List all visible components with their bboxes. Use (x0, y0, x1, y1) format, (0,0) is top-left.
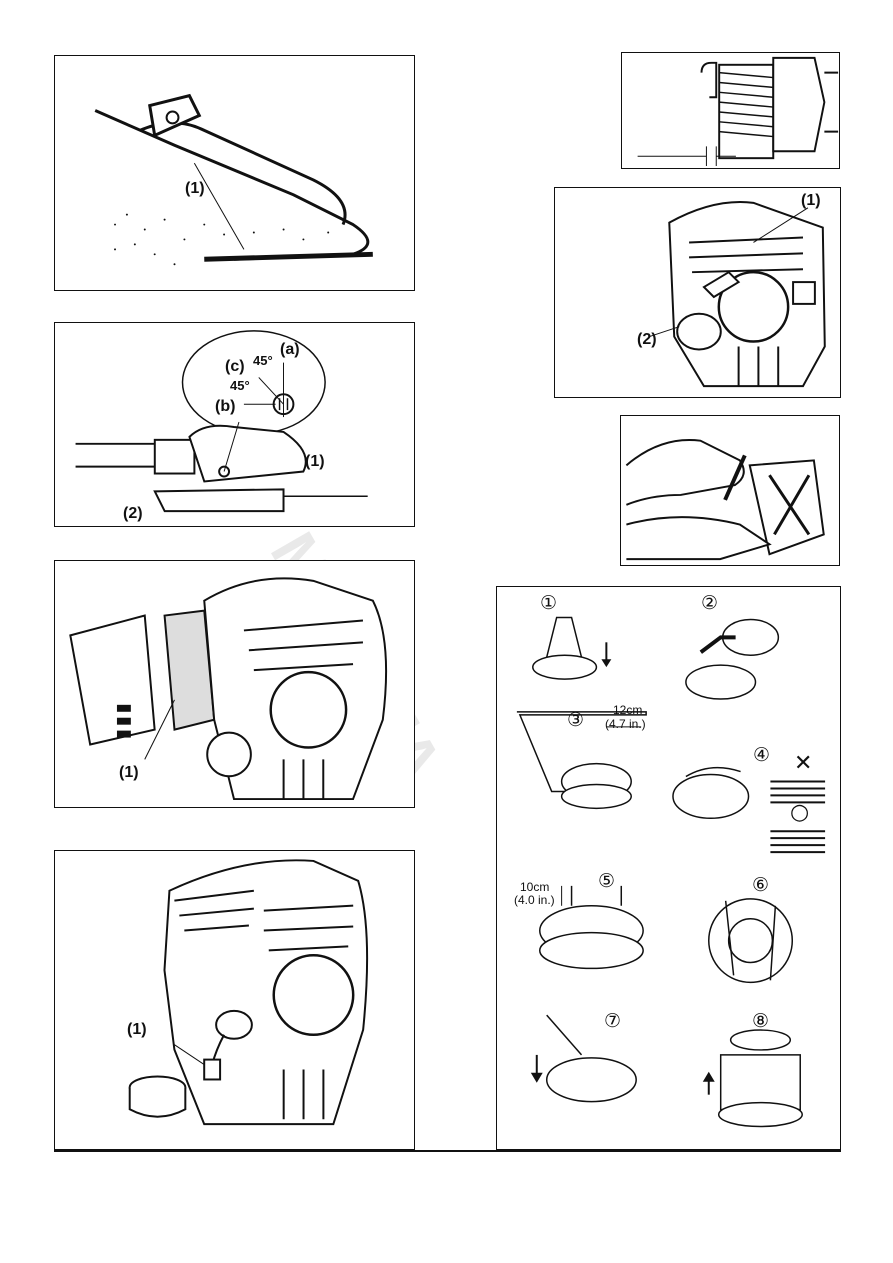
spool-len-12: 12cm (613, 703, 643, 717)
spool-step-7: ⑦ (604, 1010, 622, 1032)
spool-steps-illustration (516, 616, 826, 1128)
fuel-filter-illustration (128, 859, 369, 1126)
cutter-label-1: (1) (305, 453, 325, 470)
figure-fuel-filter: (1) (54, 850, 415, 1150)
angle-label-c: (c) (225, 358, 245, 375)
chain-label-1: (1) (185, 180, 205, 197)
spool-len-10-in: (4.0 in.) (514, 893, 555, 907)
angle-label-b: (b) (215, 398, 236, 415)
muffler-label-1: (1) (801, 192, 821, 209)
air-filter-label-1: (1) (119, 764, 139, 781)
spool-step-3: ③ (567, 709, 585, 731)
spool-step-1: ① (540, 592, 558, 614)
figure-chain: (1) (54, 55, 415, 291)
angle-value-top: 45° (253, 353, 273, 368)
figure-engine-muffler: (1) (2) (554, 187, 841, 398)
figure-air-filter: (1) (54, 560, 415, 808)
fuel-filter-label-1: (1) (127, 1021, 147, 1038)
spool-step-6: ⑥ (752, 874, 770, 896)
figure-spool-steps: ① ② ③ 12cm (4.7 in.) ④ ✕ ○ ⑤ 10cm (4.0 i… (496, 586, 841, 1150)
spool-step-4: ④ (753, 744, 771, 766)
spark-plug-illustration (637, 56, 839, 167)
cutter-label-2: (2) (123, 505, 143, 522)
spool-len-10: 10cm (520, 880, 550, 894)
spool-right-mark: ○ (790, 800, 810, 825)
figure-spark-plug (621, 52, 840, 169)
spool-step-2: ② (701, 592, 719, 614)
figure-cutter-angle: (a) 45° (c) 45° (b) (1) (2) (54, 322, 415, 527)
engine-muffler-illustration (649, 201, 826, 388)
spool-wrong-mark: ✕ (794, 751, 813, 776)
spool-step-8: ⑧ (752, 1010, 770, 1032)
cutter-angle-illustration (75, 330, 368, 513)
muffler-label-2: (2) (637, 331, 657, 348)
figure-cleaning (620, 415, 840, 566)
air-filter-illustration (69, 577, 388, 801)
spool-step-5: ⑤ (598, 870, 616, 892)
chain-illustration (94, 93, 373, 266)
angle-label-a: (a) (280, 341, 300, 358)
bottom-rule (54, 1150, 841, 1152)
angle-value-left: 45° (230, 378, 250, 393)
cleaning-illustration (625, 439, 825, 561)
spool-len-12-in: (4.7 in.) (605, 717, 646, 731)
